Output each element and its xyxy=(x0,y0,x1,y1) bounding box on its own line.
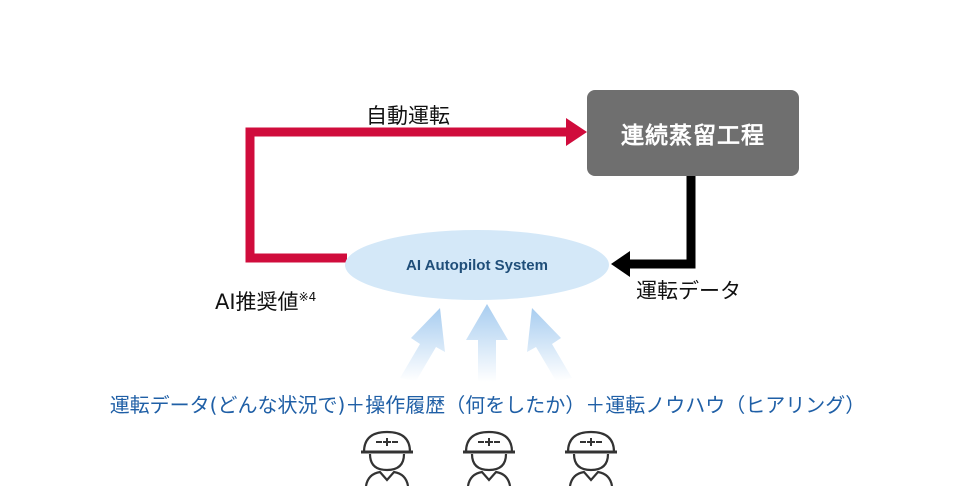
footnote-marker: ※4 xyxy=(298,290,317,304)
hard-hat-worker-icon xyxy=(463,430,515,486)
hard-hat-worker-icon xyxy=(361,430,413,486)
distillation-process-box: 連続蒸留工程 xyxy=(587,90,799,176)
ai-system-label: AI Autopilot System xyxy=(406,256,548,274)
input-sources-caption: 運転データ(どんな状況で)＋操作履歴（何をしたか）＋運転ノウハウ（ヒアリング） xyxy=(109,393,866,417)
process-box-label: 連続蒸留工程 xyxy=(621,123,765,149)
hard-hat-worker-icon xyxy=(565,430,617,486)
operation-data-arrow xyxy=(630,176,696,269)
ai-recommendation-label: AI推奨値 xyxy=(215,290,299,314)
ai-recommendation-label-group: AI推奨値※4 xyxy=(215,286,316,316)
operation-data-label: 運転データ xyxy=(636,279,741,303)
auto-operation-label: 自動運転 xyxy=(366,104,450,128)
auto-operation-arrowhead xyxy=(566,118,587,146)
input-arrow-left xyxy=(400,308,445,381)
ai-autopilot-system-node: AI Autopilot System xyxy=(345,230,609,300)
operation-data-arrowhead xyxy=(611,251,630,277)
input-arrow-right xyxy=(527,308,572,381)
auto-operation-arrow xyxy=(245,127,566,263)
input-arrow-center xyxy=(466,304,508,382)
